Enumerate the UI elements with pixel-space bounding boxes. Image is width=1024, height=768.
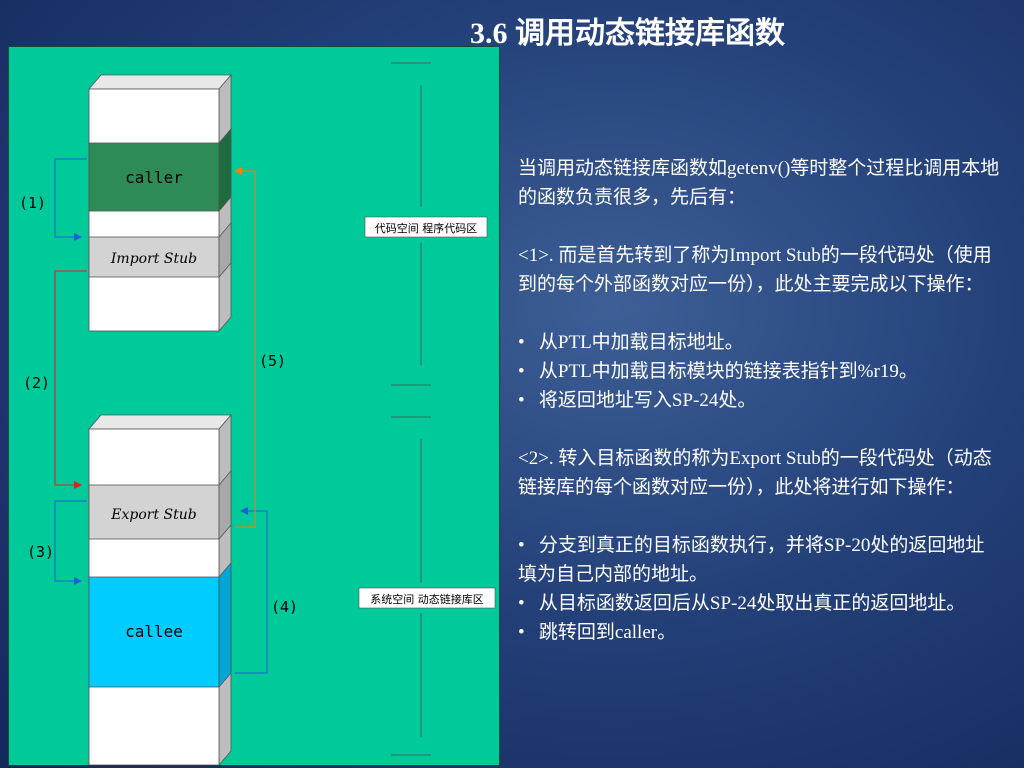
callee-label: callee [125,622,183,641]
step-1-bullet-1: • 从PTL中加载目标地址。 [518,332,744,353]
step-2-label: (2) [23,374,50,392]
callee-block [88,576,220,688]
step-1-paragraph: <1>. 而是首先转到了称为Import Stub的一段代码处（使用到的每个外部… [518,245,992,295]
arrow-step-2: (2) [23,270,87,489]
step-1-label: (1) [19,194,46,212]
code-space-label: 代码空间 程序代码区 [375,221,478,235]
import-stub-block [88,236,220,278]
arrow-step-3: (3) [27,500,87,585]
caller-block [88,142,220,212]
step-1-bullet-3: • 将返回地址写入SP-24处。 [518,390,757,411]
step-4-label: (4) [271,598,298,616]
system-space-label: 系统空间 动态链接库区 [370,592,484,606]
diagram-panel: caller Import Stub Export Stub callee (1… [8,46,500,766]
import-stub-label: Import Stub [110,251,197,267]
arrow-step-5: (5) [234,167,286,528]
system-space-bracket: 系统空间 动态链接库区 [358,416,496,756]
arrow-step-4: (4) [235,507,298,674]
step-3-label: (3) [27,543,54,561]
step-2-bullet-3: • 跳转回到caller。 [518,622,677,643]
export-stub-block [88,484,220,540]
lower-memory-stack: Export Stub callee [88,413,232,765]
caller-label: caller [125,168,183,187]
arrow-step-1: (1) [19,158,87,241]
step-1-bullet-2: • 从PTL中加载目标模块的链接表指针到%r19。 [518,361,918,382]
upper-memory-stack: caller Import Stub [88,73,232,333]
code-space-bracket: 代码空间 程序代码区 [364,62,488,386]
step-2-bullet-2: • 从目标函数返回后从SP-24处取出真正的返回地址。 [518,593,966,614]
intro-paragraph: 当调用动态链接库函数如getenv()等时整个过程比调用本地的函数负责很多，先后… [518,158,1000,208]
slide-title: 3.6 调用动态链接库函数 [470,17,785,50]
call-flow-diagram: caller Import Stub Export Stub callee (1… [19,62,496,765]
explanation-text: 当调用动态链接库函数如getenv()等时整个过程比调用本地的函数负责很多，先后… [518,154,1000,647]
step-2-bullet-1: • 分支到真正的目标函数执行，并将SP-20处的返回地址填为自己内部的地址。 [518,535,985,585]
step-5-label: (5) [259,352,286,370]
step-2-paragraph: <2>. 转入目标函数的称为Export Stub的一段代码处（动态链接库的每个… [518,448,992,498]
export-stub-label: Export Stub [110,507,197,523]
